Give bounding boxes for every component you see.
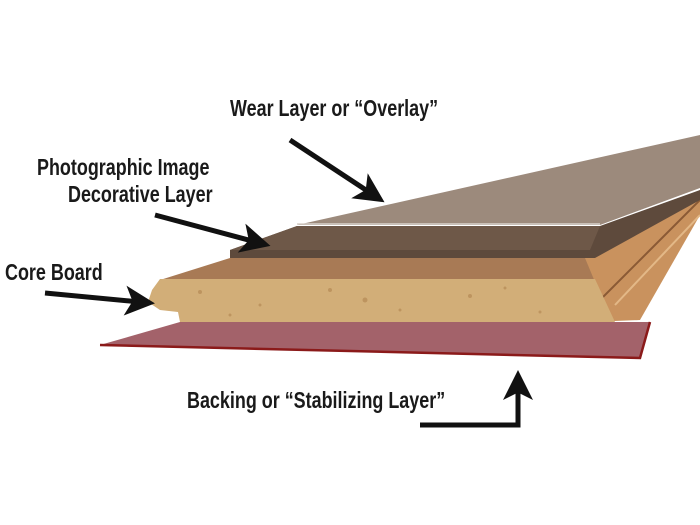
wear-layer-arrow xyxy=(288,137,385,203)
backing-layer xyxy=(100,322,650,358)
wear-layer-label: Wear Layer or “Overlay” xyxy=(230,95,439,121)
decorative-layer-arrow xyxy=(154,212,271,253)
decorative-layer-label-line2: Decorative Layer xyxy=(68,181,213,207)
backing-arrow xyxy=(420,370,533,428)
core-board-label: Core Board xyxy=(5,259,103,285)
core-board-arrow xyxy=(44,285,155,316)
core-top-layer xyxy=(160,258,595,282)
core-board-layer xyxy=(148,279,615,322)
core-texture xyxy=(198,286,542,317)
decorative-layer-label-line1: Photographic Image xyxy=(37,154,210,180)
plank-side-edge xyxy=(575,190,700,322)
backing-label: Backing or “Stabilizing Layer” xyxy=(187,387,446,413)
wear-layer xyxy=(297,135,700,225)
backing-edge xyxy=(99,321,652,360)
